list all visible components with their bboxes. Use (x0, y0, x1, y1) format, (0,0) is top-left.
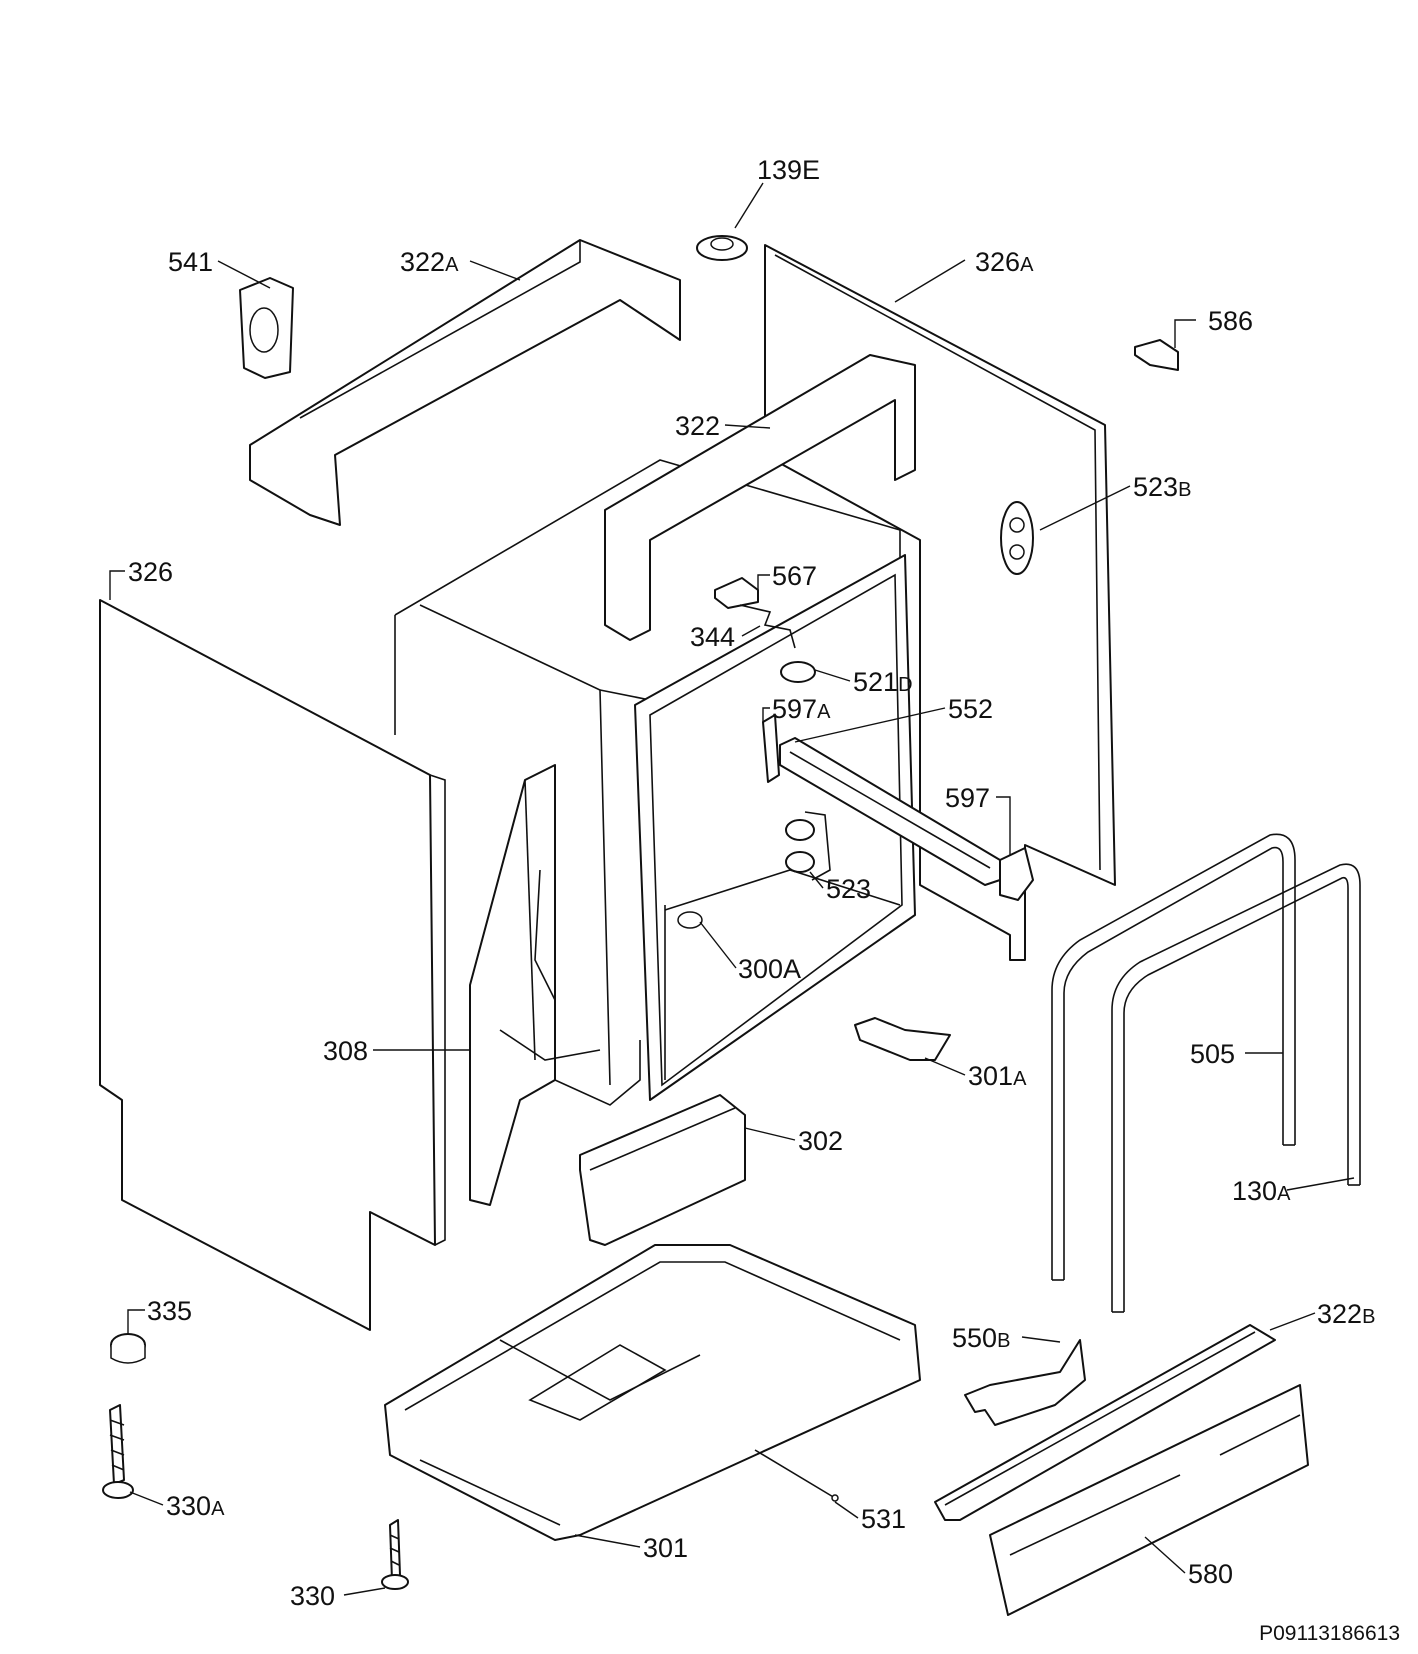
part-label-597: 597 (945, 783, 990, 813)
part-label-586: 586 (1208, 306, 1253, 336)
part-label-326: 326 (128, 557, 173, 587)
part-label-567: 567 (772, 561, 817, 591)
clip-597A (762, 714, 780, 783)
filter-box-302 (579, 1094, 746, 1246)
part-label-300A: 300A (738, 954, 801, 984)
part-label-523: 523 (826, 874, 871, 904)
screw-330 (381, 1519, 409, 1590)
seal-505 (1051, 833, 1296, 1281)
part-label-301: 301 (643, 1533, 688, 1563)
part-label-552: 552 (948, 694, 993, 724)
clip-550B (964, 1339, 1086, 1426)
side-panel-left-326 (99, 599, 446, 1331)
part-label-322B: 322B (1317, 1299, 1375, 1329)
top-frame-322 (604, 354, 916, 641)
part-label-531: 531 (861, 1504, 906, 1534)
part-label-301A: 301A (968, 1061, 1027, 1091)
cap-521D (780, 661, 816, 683)
hinge-308 (469, 764, 641, 1206)
part-label-308: 308 (323, 1036, 368, 1066)
part-label-322: 322 (675, 411, 720, 441)
part-label-597A: 597A (772, 694, 831, 724)
part-label-523B: 523B (1133, 472, 1191, 502)
bracket-301A (854, 1017, 951, 1061)
screw-330A (102, 1404, 134, 1499)
part-label-550B: 550B (952, 1323, 1010, 1353)
bushings-523 (785, 811, 831, 881)
part-label-322A: 322A (400, 247, 459, 277)
plinth-580 (989, 1384, 1309, 1616)
nut-335 (110, 1333, 146, 1364)
bracket-586 (1134, 339, 1179, 371)
part-label-521D: 521D (853, 667, 913, 697)
trim-322B (934, 1324, 1276, 1521)
grommet-139E (696, 235, 748, 261)
base-frame-301 (384, 1244, 921, 1541)
clip-541 (239, 277, 294, 379)
reference-code: P09113186613 (1259, 1622, 1400, 1645)
part-label-326A: 326A (975, 247, 1034, 277)
part-label-505: 505 (1190, 1039, 1235, 1069)
top-bracket-322A (249, 239, 681, 526)
part-label-541: 541 (168, 247, 213, 277)
part-label-580: 580 (1188, 1559, 1233, 1589)
part-label-330A: 330A (166, 1491, 225, 1521)
bushing-523B (1000, 501, 1034, 575)
clip-597 (999, 847, 1034, 901)
part-labels: 139E 541 322A 326A 586 322 523B 326 567 … (128, 155, 1375, 1611)
part-label-335: 335 (147, 1296, 192, 1326)
tub-frame-300A (634, 554, 916, 1101)
pin-531 (754, 1449, 839, 1502)
part-label-344: 344 (690, 622, 735, 652)
part-label-130A: 130A (1232, 1176, 1291, 1206)
clip-567-spring-344 (714, 577, 796, 649)
part-label-330: 330 (290, 1581, 335, 1611)
part-label-139E: 139E (757, 155, 820, 185)
seal-130A (1111, 863, 1361, 1313)
part-label-302: 302 (798, 1126, 843, 1156)
leader-lines (109, 182, 1355, 1596)
